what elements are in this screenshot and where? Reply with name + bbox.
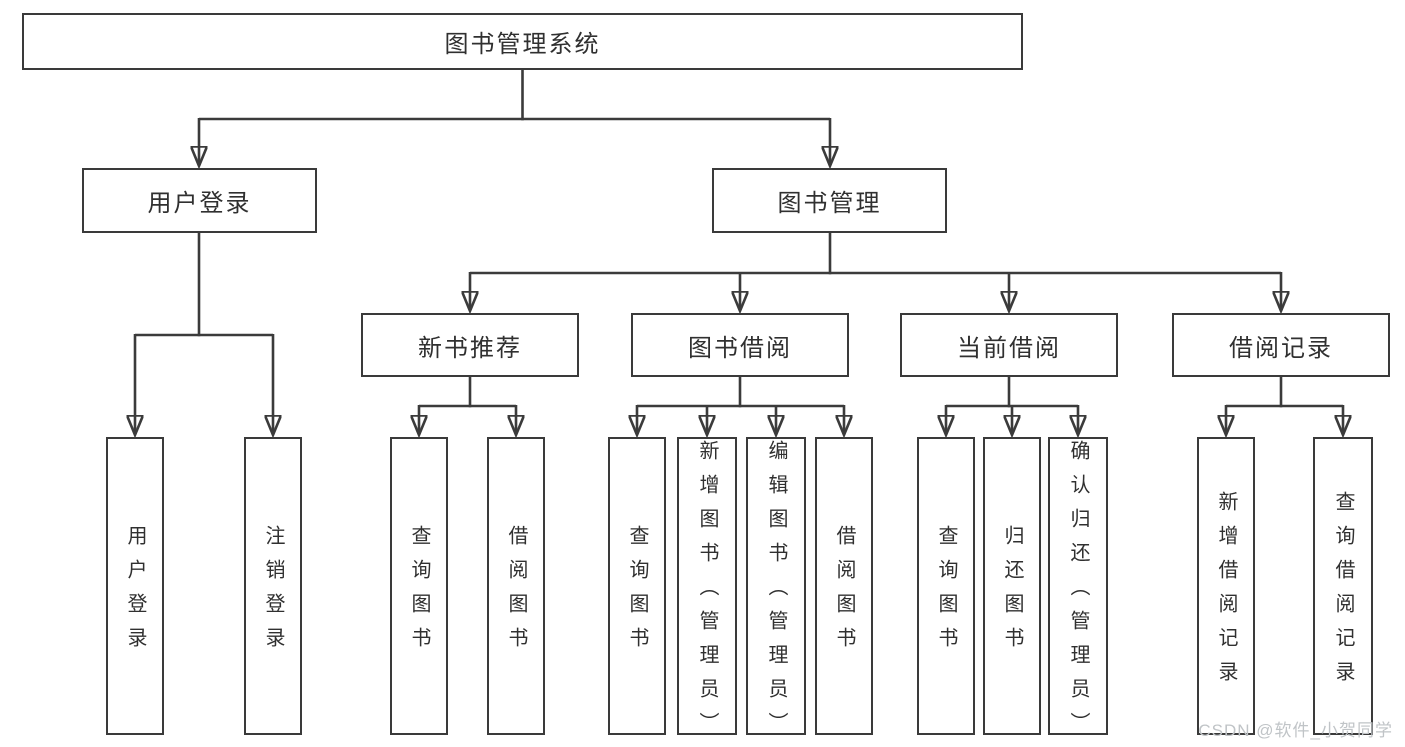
node-label: 借阅图书 xyxy=(505,525,527,661)
node-label: 查询图书 xyxy=(408,525,430,661)
node-leaf-query-books-current: 查询图书 xyxy=(917,437,975,735)
node-leaf-logout: 注销登录 xyxy=(244,437,302,735)
node-label: 新增借阅记录 xyxy=(1215,491,1237,695)
node-new-book-recommend: 新书推荐 xyxy=(361,313,579,377)
node-leaf-borrow-books-recommend: 借阅图书 xyxy=(487,437,545,735)
node-leaf-query-books-borrow: 查询图书 xyxy=(608,437,666,735)
node-leaf-return-books: 归还图书 xyxy=(983,437,1041,735)
node-leaf-borrow-books: 借阅图书 xyxy=(815,437,873,735)
node-label: 查询图书 xyxy=(935,525,957,661)
node-book-borrow: 图书借阅 xyxy=(631,313,849,377)
node-leaf-confirm-return-admin: 确认归还（管理员） xyxy=(1048,437,1108,746)
node-label: 查询图书 xyxy=(626,525,648,661)
node-label: 新增图书（管理员） xyxy=(696,440,718,746)
node-label: 确认归还（管理员） xyxy=(1067,440,1089,746)
node-leaf-query-borrow-record: 查询借阅记录 xyxy=(1313,437,1373,735)
node-label: 归还图书 xyxy=(1001,525,1023,661)
node-leaf-query-books-recommend: 查询图书 xyxy=(390,437,448,735)
node-label: 用户登录 xyxy=(124,525,146,661)
node-leaf-add-books-admin: 新增图书（管理员） xyxy=(677,437,737,746)
node-label: 查询借阅记录 xyxy=(1332,491,1354,695)
node-book-management: 图书管理 xyxy=(712,168,947,233)
node-label: 编辑图书（管理员） xyxy=(765,440,787,746)
node-leaf-user-login: 用户登录 xyxy=(106,437,164,735)
node-library-management-system: 图书管理系统 xyxy=(22,13,1023,70)
node-leaf-edit-books-admin: 编辑图书（管理员） xyxy=(746,437,806,746)
node-current-borrow: 当前借阅 xyxy=(900,313,1118,377)
node-leaf-add-borrow-record: 新增借阅记录 xyxy=(1197,437,1255,735)
node-borrow-records: 借阅记录 xyxy=(1172,313,1390,377)
csdn-watermark: CSDN @软件_小贺同学 xyxy=(1198,721,1393,740)
node-user-login: 用户登录 xyxy=(82,168,317,233)
node-label: 借阅图书 xyxy=(833,525,855,661)
node-label: 注销登录 xyxy=(262,525,284,661)
